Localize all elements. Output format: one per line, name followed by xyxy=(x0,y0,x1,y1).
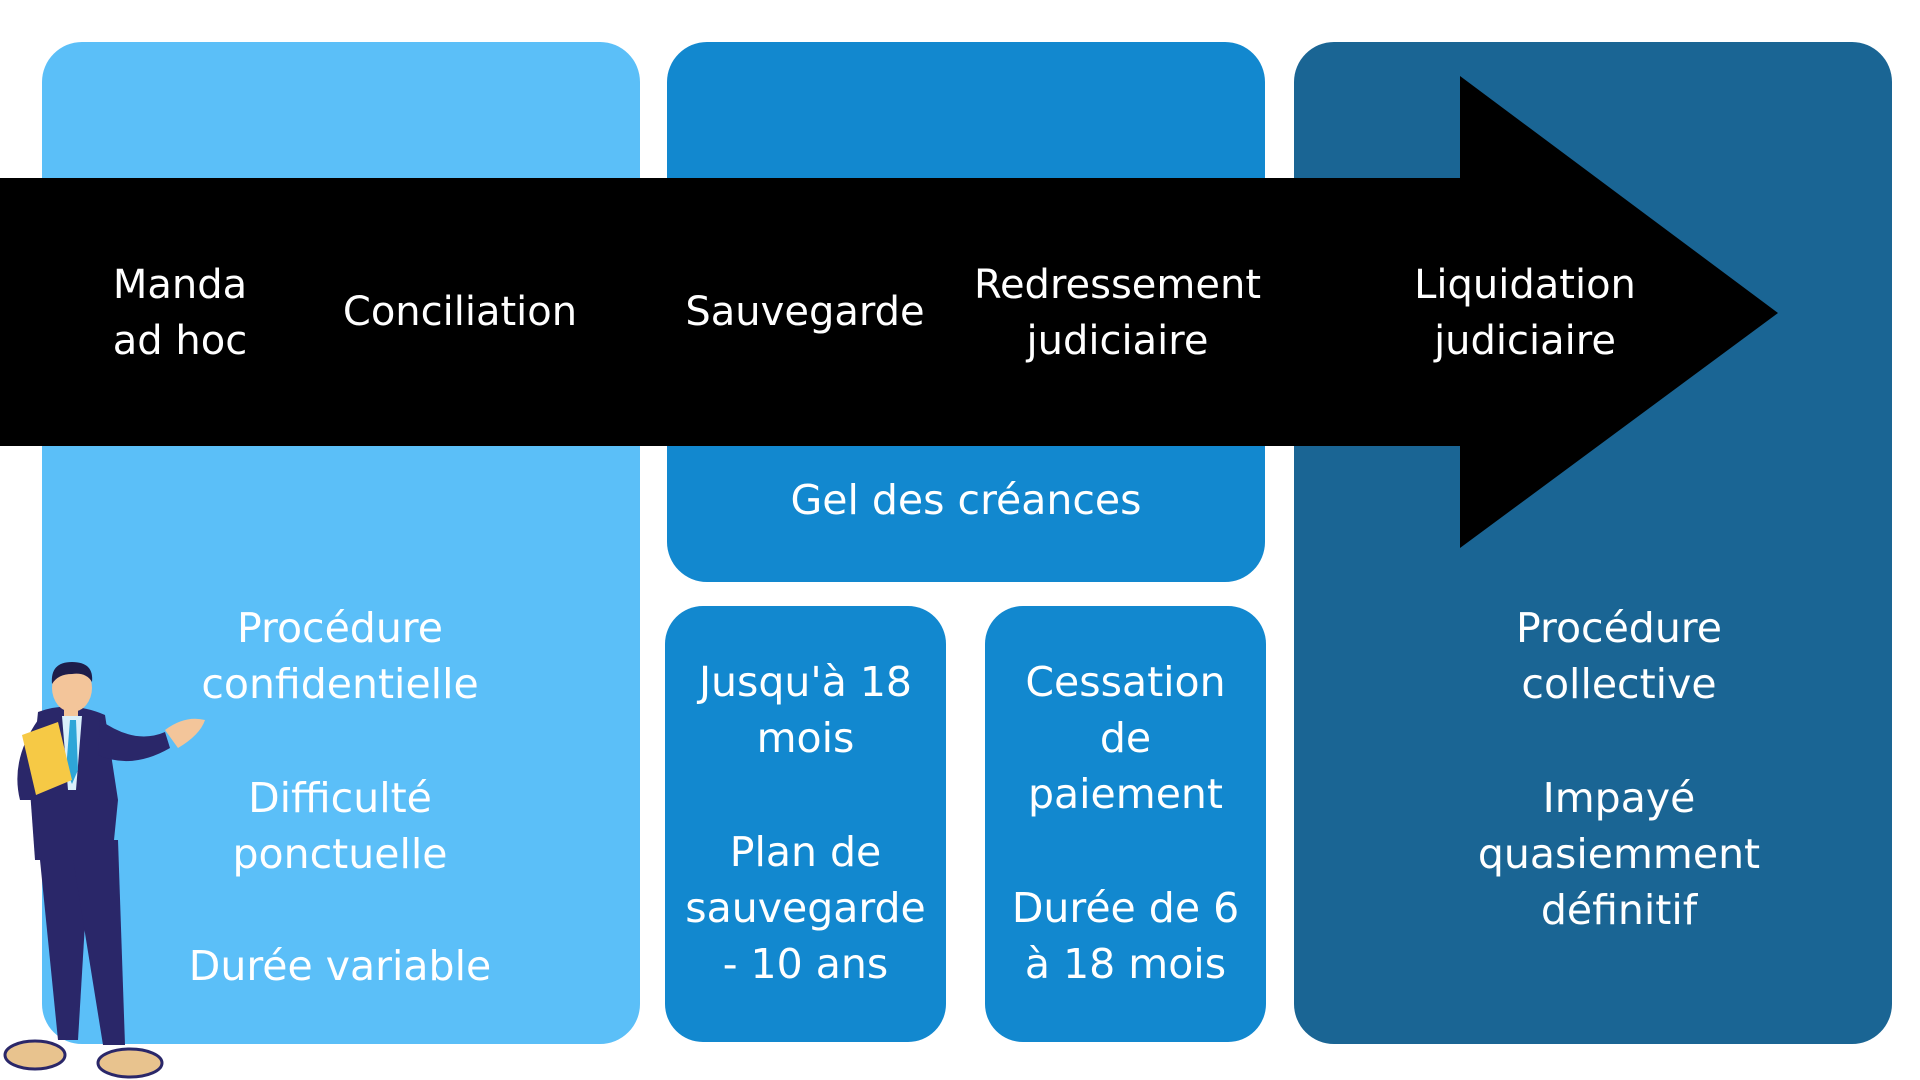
card-right-duree: Durée de 6 à 18 mois xyxy=(1011,884,1240,988)
left-text-duree: Durée variable xyxy=(188,942,492,990)
stage-conciliation: Conciliation xyxy=(342,289,578,335)
card-right-cessation: Cessation de paiement xyxy=(1025,658,1226,818)
card-left-plan: Plan de sauvegarde - 10 ans xyxy=(685,828,926,988)
right-text-collective: Procédure collective xyxy=(1515,604,1722,708)
stage-redressement-judiciaire: Redressement judiciaire xyxy=(973,262,1262,364)
right-text-impaye: Impayé quasiemment définitif xyxy=(1477,774,1761,934)
middle-card-right xyxy=(985,606,1266,1042)
card-left-duration: Jusqu'à 18 mois xyxy=(698,658,913,762)
stage-sauvegarde: Sauvegarde xyxy=(685,289,925,335)
left-text-confidentielle: Procédure confidentielle xyxy=(201,604,479,708)
stage-liquidation-judiciaire: Liquidation judiciaire xyxy=(1414,262,1636,364)
gel-des-creances-label: Gel des créances xyxy=(790,476,1142,524)
middle-card-left xyxy=(665,606,946,1042)
left-text-difficulte: Difficulté ponctuelle xyxy=(232,774,448,878)
stage-mandat-ad-hoc: Manda ad hoc xyxy=(112,262,248,364)
